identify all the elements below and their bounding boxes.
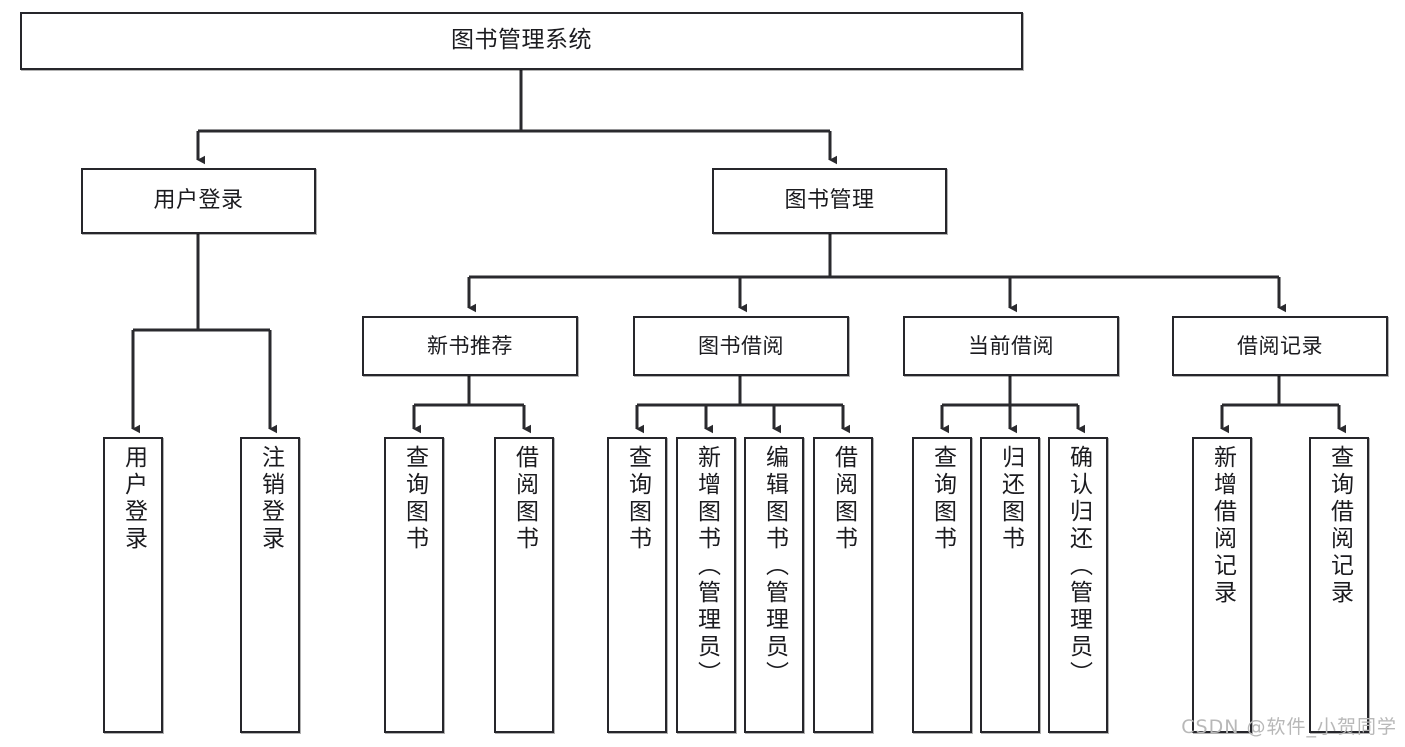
node-label: 用户登录: [153, 188, 244, 214]
node-label: 新增图书（管理员）: [693, 445, 720, 688]
leaf-confirm-return-admin[interactable]: 确认归还（管理员）: [1048, 437, 1108, 733]
leaf-query-borrowing-record[interactable]: 查询借阅记录: [1309, 437, 1369, 733]
node-label: 图书管理系统: [451, 27, 592, 54]
leaf-add-book-admin[interactable]: 新增图书（管理员）: [676, 437, 736, 733]
node-label: 查询图书: [929, 445, 956, 553]
node-book-management-module[interactable]: 图书管理: [712, 168, 947, 234]
leaf-add-borrowing-record[interactable]: 新增借阅记录: [1192, 437, 1252, 733]
node-book-borrowing[interactable]: 图书借阅: [633, 316, 849, 376]
node-label: 新增借阅记录: [1209, 445, 1236, 607]
node-label: 注销登录: [257, 445, 284, 553]
leaf-user-login[interactable]: 用户登录: [103, 437, 163, 733]
node-label: 查询图书: [401, 445, 428, 553]
leaf-borrow-book-recommendation[interactable]: 借阅图书: [494, 437, 554, 733]
node-label: 新书推荐: [427, 333, 513, 358]
leaf-borrow-book[interactable]: 借阅图书: [813, 437, 873, 733]
node-label: 图书借阅: [698, 333, 784, 358]
node-label: 查询图书: [624, 445, 651, 553]
node-label: 编辑图书（管理员）: [761, 445, 788, 688]
leaf-query-book-recommendation[interactable]: 查询图书: [384, 437, 444, 733]
node-label: 确认归还（管理员）: [1065, 445, 1092, 688]
leaf-return-book[interactable]: 归还图书: [980, 437, 1040, 733]
leaf-query-book-borrowing[interactable]: 查询图书: [607, 437, 667, 733]
leaf-logout[interactable]: 注销登录: [240, 437, 300, 733]
node-label: 借阅图书: [511, 445, 538, 553]
node-new-book-recommendation[interactable]: 新书推荐: [362, 316, 578, 376]
node-label: 借阅图书: [830, 445, 857, 553]
node-label: 归还图书: [997, 445, 1024, 553]
watermark-text: CSDN @软件_小贺同学: [1181, 716, 1397, 738]
leaf-edit-book-admin[interactable]: 编辑图书（管理员）: [744, 437, 804, 733]
node-label: 当前借阅: [968, 333, 1054, 358]
leaf-query-book-current[interactable]: 查询图书: [912, 437, 972, 733]
node-user-login-module[interactable]: 用户登录: [81, 168, 316, 234]
node-label: 借阅记录: [1237, 333, 1323, 358]
node-current-borrowing[interactable]: 当前借阅: [903, 316, 1119, 376]
node-borrowing-records[interactable]: 借阅记录: [1172, 316, 1388, 376]
node-label: 查询借阅记录: [1326, 445, 1353, 607]
node-label: 图书管理: [784, 188, 875, 214]
node-root-system[interactable]: 图书管理系统: [20, 12, 1023, 70]
node-label: 用户登录: [120, 445, 147, 553]
